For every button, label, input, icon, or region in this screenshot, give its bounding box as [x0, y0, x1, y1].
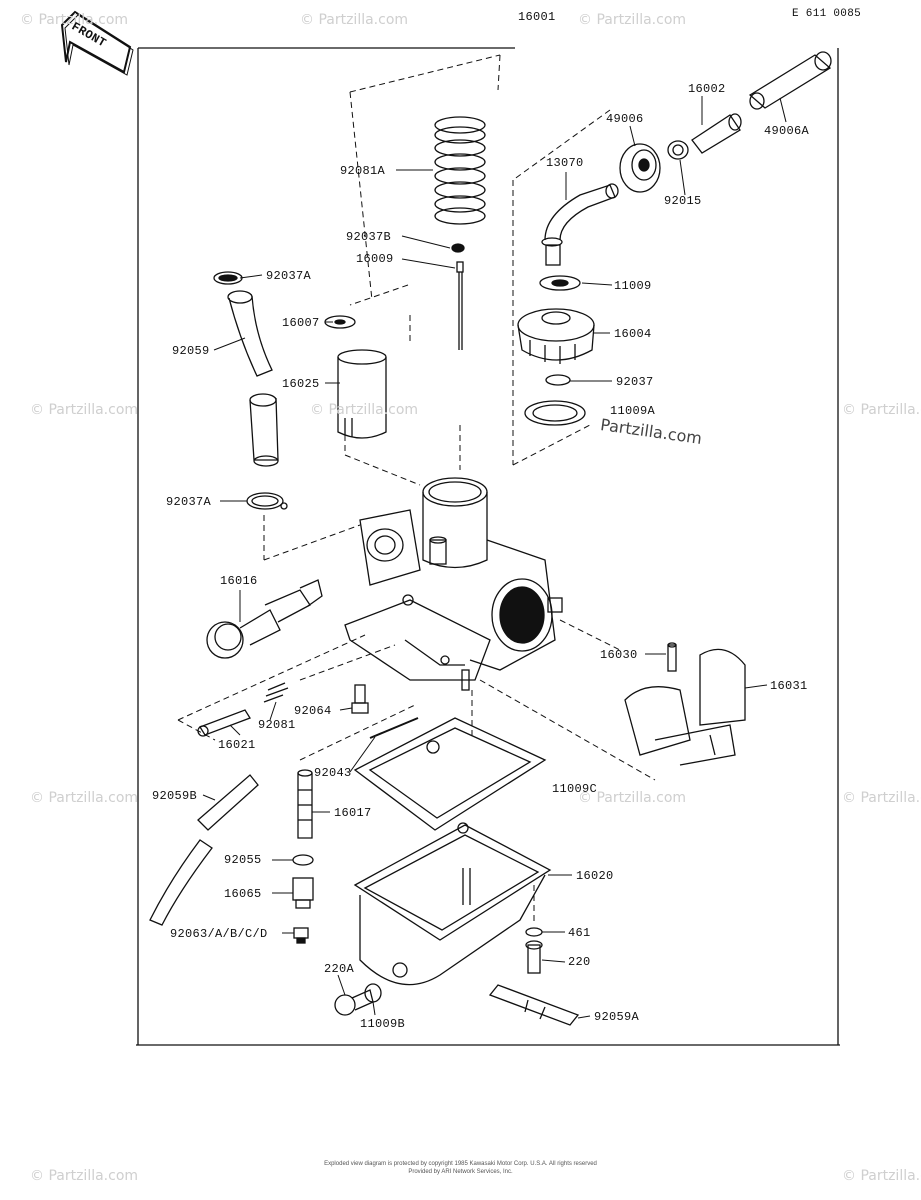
- watermark: © Partzilla.com: [578, 12, 687, 28]
- part-label: 11009C: [552, 782, 598, 796]
- guide-lines: [177, 54, 656, 925]
- reference-code: E 611 0085: [792, 8, 862, 20]
- watermark: © Partzilla.com: [300, 12, 409, 28]
- part-label: 92037A: [266, 269, 312, 283]
- washer-11009B: [364, 983, 382, 1003]
- part-label: 92059B: [152, 789, 198, 803]
- washer-461: [525, 927, 543, 937]
- part-label: 16002: [688, 82, 726, 96]
- part-label: 11009A: [610, 404, 656, 418]
- pin-92043: [369, 717, 419, 739]
- part-label: 16016: [220, 574, 258, 588]
- tube-92059B: [149, 774, 259, 926]
- part-label: 49006A: [764, 124, 810, 138]
- part-label: 92081A: [340, 164, 386, 178]
- clamp-92037A-bottom: [246, 492, 288, 510]
- washer-11009: [539, 275, 581, 291]
- part-label: 92015: [664, 194, 702, 208]
- part-label: 16007: [282, 316, 320, 330]
- part-label: 16009: [356, 252, 394, 266]
- part-label: 13070: [546, 156, 584, 170]
- main-jet-92063: [293, 927, 309, 944]
- tube-92059A: [488, 984, 580, 1026]
- front-arrow-icon: [60, 10, 134, 76]
- part-label: 461: [568, 926, 591, 940]
- part-label: 92059A: [594, 1010, 640, 1024]
- part-label: 16020: [576, 869, 614, 883]
- part-label: 92037: [616, 375, 654, 389]
- nut-92015: [667, 140, 689, 160]
- watermark: © Partzilla.com: [30, 402, 139, 418]
- watermark: © Partzilla.com: [842, 1168, 921, 1184]
- clamp-92037A-top: [213, 271, 243, 285]
- part-label: 92059: [172, 344, 210, 358]
- adjuster-49006: [619, 143, 661, 193]
- screw-16016: [206, 579, 323, 659]
- jet-holder-16065: [292, 877, 314, 909]
- watermark: © Partzilla.com: [30, 790, 139, 806]
- float-bowl-16020: [353, 822, 552, 986]
- part-label: 92064: [294, 704, 332, 718]
- idle-screw-16021: [197, 682, 289, 737]
- leader-lines: [202, 96, 787, 1019]
- copyright-line: Provided by ARI Network Services, Inc.: [408, 1169, 513, 1175]
- frame-lines: [136, 47, 840, 1046]
- screw-220A: [334, 989, 374, 1016]
- part-label: 92037A: [166, 495, 212, 509]
- part-label: 92037B: [346, 230, 392, 244]
- adjuster-16002: [691, 113, 742, 154]
- watermark: © Partzilla.com: [842, 790, 921, 806]
- spring-92081A: [434, 116, 486, 225]
- part-label: 11009: [614, 279, 652, 293]
- part-label: 16030: [600, 648, 638, 662]
- part-label: 220A: [324, 962, 355, 976]
- watermark: © Partzilla.com: [20, 12, 129, 28]
- part-label: 92055: [224, 853, 262, 867]
- carburetor-body: [344, 477, 563, 691]
- part-label: 16001: [518, 10, 556, 24]
- watermark: © Partzilla.com: [578, 790, 687, 806]
- part-label: 16025: [282, 377, 320, 391]
- float-pin-16030: [667, 642, 677, 672]
- watermark: © Partzilla.com: [842, 402, 921, 418]
- boot-49006A: [748, 51, 832, 110]
- hose-92059: [227, 290, 279, 467]
- elbow-13070: [541, 183, 619, 266]
- jet-needle-16009: [451, 243, 465, 350]
- cap-16004: [517, 308, 595, 364]
- part-label: 49006: [606, 112, 644, 126]
- part-label: 16017: [334, 806, 372, 820]
- throttle-valve-16025: [337, 349, 387, 439]
- part-label: 220: [568, 955, 591, 969]
- watermark: © Partzilla.com: [310, 402, 419, 418]
- needle-jet-16017: [297, 769, 313, 839]
- part-label: 92063/A/B/C/D: [170, 927, 268, 941]
- part-label: 11009B: [360, 1017, 406, 1031]
- watermark: © Partzilla.com: [30, 1168, 139, 1184]
- seal-11009A: [524, 400, 586, 426]
- gasket-11009C: [353, 717, 547, 831]
- pilot-jet-92064: [351, 684, 369, 714]
- part-label: 92081: [258, 718, 296, 732]
- part-label: 16065: [224, 887, 262, 901]
- part-label: 16021: [218, 738, 256, 752]
- part-label: 92043: [314, 766, 352, 780]
- float-16031: [624, 648, 746, 766]
- screw-220: [525, 940, 543, 974]
- o-ring-92055: [292, 854, 314, 866]
- copyright-line: Exploded view diagram is protected by co…: [324, 1161, 597, 1167]
- clip-92037: [545, 374, 571, 386]
- part-label: 16004: [614, 327, 652, 341]
- part-label: 16031: [770, 679, 808, 693]
